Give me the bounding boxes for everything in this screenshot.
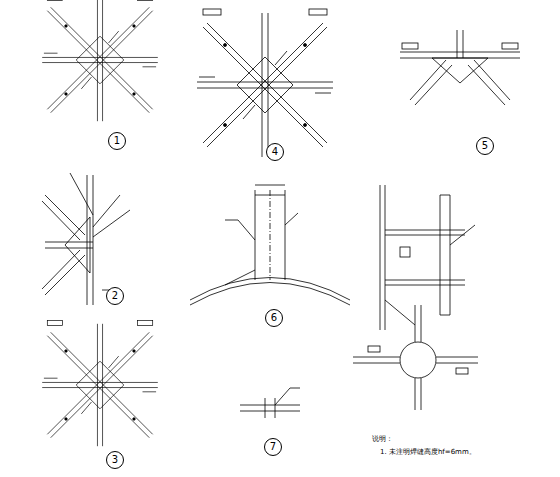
callout-circle: 1 bbox=[108, 132, 126, 150]
callout-number: 7 bbox=[270, 442, 276, 452]
callout-number: 5 bbox=[482, 141, 488, 151]
callout-circle: 6 bbox=[265, 309, 283, 327]
callout-number: 6 bbox=[271, 313, 277, 323]
callout-number: 3 bbox=[112, 455, 118, 465]
callout-circle: 2 bbox=[106, 287, 124, 305]
note-text: 1. 未注明焊缝高度hf=6mm。 bbox=[380, 447, 476, 457]
callout-number: 4 bbox=[272, 147, 278, 157]
callout-number: 2 bbox=[112, 291, 118, 301]
note-text: 说明： bbox=[372, 434, 393, 444]
callout-circle: 5 bbox=[476, 137, 494, 155]
callout-circle: 4 bbox=[266, 143, 284, 161]
callout-number: 1 bbox=[114, 136, 120, 146]
callout-circle: 7 bbox=[264, 438, 282, 456]
callout-circle: 3 bbox=[106, 451, 124, 469]
